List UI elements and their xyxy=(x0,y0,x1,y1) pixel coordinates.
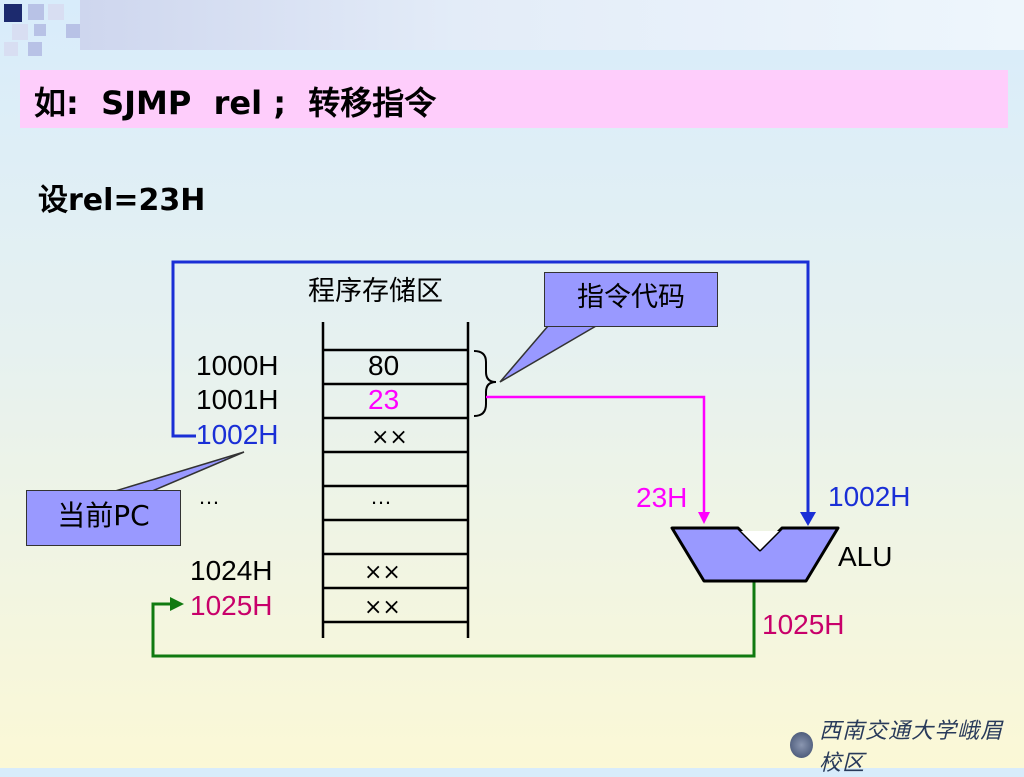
instruction-code-callout-label: 指令代码 xyxy=(577,282,685,313)
address-1001h: 1001H xyxy=(196,384,279,415)
pc-to-alu-arrowhead xyxy=(800,512,816,526)
cell-1000h: 80 xyxy=(368,350,400,381)
address-1024h: 1024H xyxy=(190,555,273,586)
rel-to-alu-arrowhead xyxy=(698,512,710,524)
current-pc-callout: 当前PC xyxy=(26,490,181,546)
cell-1001h: 23 xyxy=(368,384,400,415)
assumption-text: 设rel=23H xyxy=(38,183,206,218)
current-pc-callout-label: 当前PC xyxy=(57,499,150,532)
cell-ellipsis: … xyxy=(370,484,392,509)
memory-cell-separators xyxy=(323,348,468,624)
address-ellipsis: … xyxy=(198,484,220,509)
alu-output-label: 1025H xyxy=(762,609,845,640)
title-bar: 如: SJMP rel ; 转移指令 xyxy=(20,70,1008,128)
top-gradient-strip xyxy=(80,0,1024,50)
cell-1025h: ×× xyxy=(364,595,401,620)
address-1000h: 1000H xyxy=(196,350,279,381)
university-emblem-icon xyxy=(790,732,814,758)
instruction-callout-pointer xyxy=(499,325,599,383)
pc-callout-pointer xyxy=(111,451,245,493)
pc-to-alu-line xyxy=(171,260,810,520)
instruction-brace xyxy=(473,350,497,417)
cell-1024h: ×× xyxy=(364,560,401,585)
university-logo-text: 西南交通大学峨眉校区 xyxy=(819,719,1004,776)
cell-1002h: ×× xyxy=(371,425,408,450)
address-1025h: 1025H xyxy=(190,590,273,621)
alu-to-target-arrowhead xyxy=(170,597,184,611)
university-logo: 西南交通大学峨眉校区 xyxy=(790,719,1024,776)
alu-notch xyxy=(741,531,779,550)
alu-input-rel-label: 23H xyxy=(636,482,688,513)
alu-to-target-line xyxy=(151,582,756,658)
alu-label: ALU xyxy=(838,541,893,572)
memory-heading: 程序存储区 xyxy=(308,276,443,307)
slide-title: 如: SJMP rel ; 转移指令 xyxy=(34,84,437,122)
address-1002h: 1002H xyxy=(196,419,279,450)
instruction-code-callout: 指令代码 xyxy=(544,272,718,327)
alu-input-pc-label: 1002H xyxy=(828,481,911,512)
rel-to-alu-line xyxy=(486,395,706,520)
